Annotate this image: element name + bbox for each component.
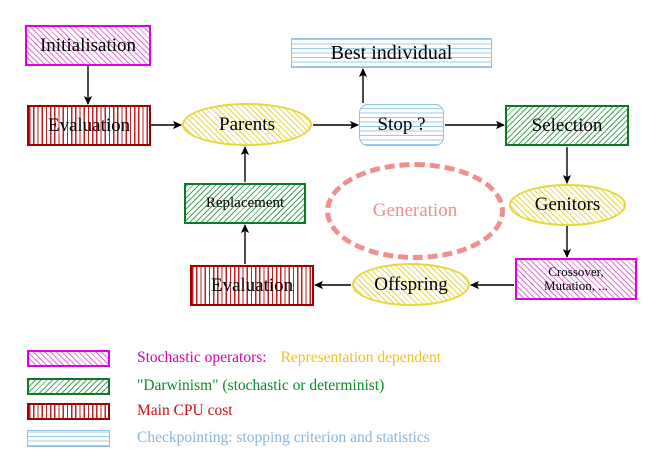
legend-label-stochastic-operators: Stochastic operators: <box>137 349 267 366</box>
legend-swatch-red-vertical-hatch <box>27 402 110 420</box>
node-genitors-label: Genitors <box>534 194 601 216</box>
node-genitors[interactable]: Genitors <box>509 184 626 226</box>
node-replacement-label: Replacement <box>205 194 285 211</box>
legend-swatch-green-diagonal-hatch <box>27 377 110 395</box>
legend-label-checkpointing: Checkpointing: stopping criterion and st… <box>137 429 430 446</box>
node-evaluation-top[interactable]: Evaluation <box>27 105 151 146</box>
legend-row-stochastic-operators: Stochastic operators: Representation depe… <box>27 346 441 370</box>
node-initialisation-label: Initialisation <box>39 34 137 56</box>
node-evaluation-bottom[interactable]: Evaluation <box>190 265 314 306</box>
node-parents[interactable]: Parents <box>182 103 312 146</box>
node-stop[interactable]: Stop ? <box>359 104 444 146</box>
node-offspring-label: Offspring <box>374 273 448 295</box>
legend-label-representation-dependent: Representation dependent <box>280 349 442 366</box>
node-selection[interactable]: Selection <box>505 105 629 146</box>
node-generation[interactable]: Generation <box>325 162 505 260</box>
node-selection-label: Selection <box>531 114 603 136</box>
legend-swatch-magenta-diagonal-hatch <box>27 349 110 367</box>
node-generation-label: Generation <box>372 200 458 221</box>
legend-row-darwinism: "Darwinism" (stochastic or determinist) <box>27 374 384 398</box>
legend-row-checkpointing: Checkpointing: stopping criterion and st… <box>27 426 430 450</box>
node-best-individual[interactable]: Best individual <box>291 38 492 68</box>
node-parents-label: Parents <box>219 113 275 135</box>
node-initialisation[interactable]: Initialisation <box>25 25 151 66</box>
legend-label-darwinism: "Darwinism" (stochastic or determinist) <box>137 377 385 394</box>
legend: Stochastic operators: Representation depe… <box>0 336 662 471</box>
node-crossover-mutation[interactable]: Crossover, Mutation, ... <box>515 258 637 300</box>
node-offspring[interactable]: Offspring <box>352 263 470 306</box>
node-evaluation-top-label: Evaluation <box>47 114 131 136</box>
legend-label-main-cpu-cost: Main CPU cost <box>137 402 233 419</box>
node-evaluation-bottom-label: Evaluation <box>210 274 294 296</box>
node-replacement[interactable]: Replacement <box>184 183 306 224</box>
node-crossover-mutation-label: Crossover, Mutation, ... <box>544 264 608 293</box>
legend-swatch-blue-horizontal-hatch <box>27 429 110 447</box>
node-best-individual-label: Best individual <box>330 41 453 64</box>
node-stop-label: Stop ? <box>377 114 426 136</box>
legend-row-main-cpu-cost: Main CPU cost <box>27 399 233 423</box>
